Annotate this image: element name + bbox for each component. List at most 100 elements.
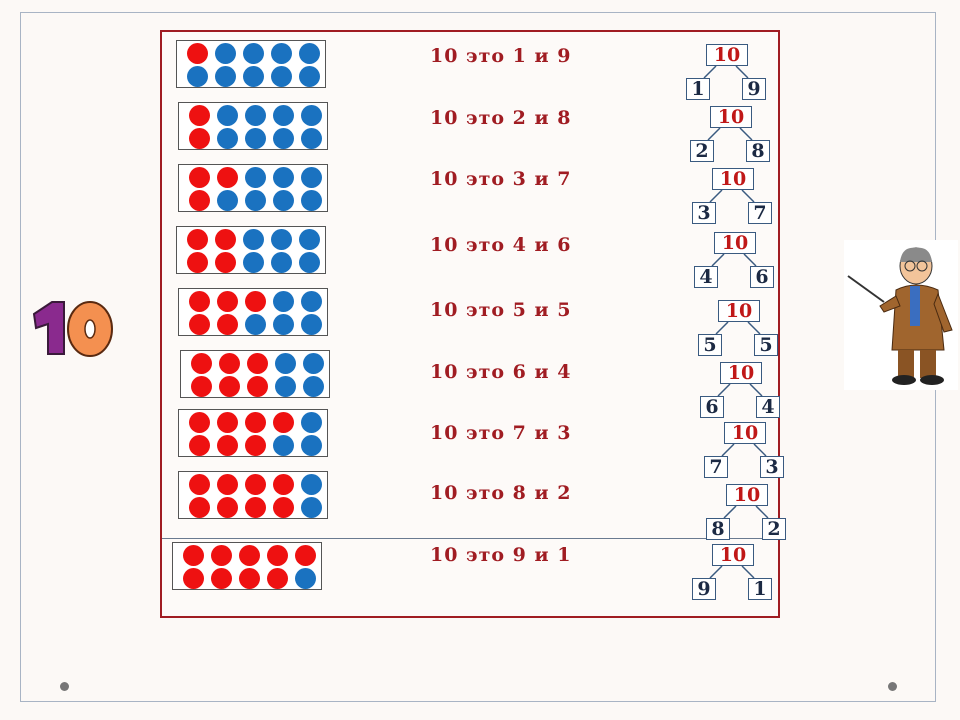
part-b-box: 3 xyxy=(760,456,784,478)
blue-counter-dot xyxy=(273,128,294,149)
red-counter-dot xyxy=(245,474,266,495)
red-counter-dot xyxy=(189,474,210,495)
red-counter-dot xyxy=(187,252,208,273)
blue-counter-dot xyxy=(243,66,264,87)
red-counter-dot xyxy=(191,376,212,397)
ten-frame-dots xyxy=(176,226,326,274)
blue-counter-dot xyxy=(271,252,292,273)
blue-counter-dot xyxy=(301,474,322,495)
red-counter-dot xyxy=(183,545,204,566)
red-counter-dot xyxy=(215,252,236,273)
part-a-box: 3 xyxy=(692,202,716,224)
part-b-box: 1 xyxy=(748,578,772,600)
red-counter-dot xyxy=(245,435,266,456)
blue-counter-dot xyxy=(299,252,320,273)
red-counter-dot xyxy=(189,105,210,126)
red-counter-dot xyxy=(247,376,268,397)
blue-counter-dot xyxy=(217,128,238,149)
tree-branches xyxy=(703,65,749,79)
whole-number-box: 10 xyxy=(724,422,766,444)
red-counter-dot xyxy=(267,568,288,589)
blue-counter-dot xyxy=(303,353,324,374)
part-a-box: 7 xyxy=(704,456,728,478)
whole-number-box: 10 xyxy=(714,232,756,254)
blue-counter-dot xyxy=(301,435,322,456)
whole-number-box: 10 xyxy=(710,106,752,128)
red-counter-dot xyxy=(273,497,294,518)
tree-branches xyxy=(715,321,761,335)
blue-counter-dot xyxy=(271,43,292,64)
blue-counter-dot xyxy=(245,190,266,211)
blue-counter-dot xyxy=(245,128,266,149)
red-counter-dot xyxy=(219,353,240,374)
tree-branches xyxy=(707,127,753,141)
number-sentence: 10 это 3 и 7 xyxy=(430,168,572,190)
red-counter-dot xyxy=(245,497,266,518)
blue-counter-dot xyxy=(275,376,296,397)
part-b-box: 2 xyxy=(762,518,786,540)
blue-counter-dot xyxy=(273,167,294,188)
red-counter-dot xyxy=(217,497,238,518)
red-counter-dot xyxy=(273,474,294,495)
red-counter-dot xyxy=(211,568,232,589)
blue-counter-dot xyxy=(273,105,294,126)
number-sentence: 10 это 6 и 4 xyxy=(430,361,572,383)
part-a-box: 2 xyxy=(690,140,714,162)
red-counter-dot xyxy=(191,353,212,374)
part-b-box: 6 xyxy=(750,266,774,288)
blue-counter-dot xyxy=(271,229,292,250)
blue-counter-dot xyxy=(273,435,294,456)
teacher-illustration xyxy=(844,240,958,390)
ten-frame-dots xyxy=(178,471,328,519)
red-counter-dot xyxy=(189,167,210,188)
red-counter-dot xyxy=(187,43,208,64)
blue-counter-dot xyxy=(301,105,322,126)
ten-frame-dots xyxy=(178,288,328,336)
red-counter-dot xyxy=(189,435,210,456)
part-a-box: 5 xyxy=(698,334,722,356)
red-counter-dot xyxy=(239,545,260,566)
ten-frame-dots xyxy=(176,40,326,88)
red-counter-dot xyxy=(273,412,294,433)
blue-counter-dot xyxy=(299,43,320,64)
blue-counter-dot xyxy=(303,376,324,397)
part-a-box: 4 xyxy=(694,266,718,288)
blue-counter-dot xyxy=(187,66,208,87)
red-counter-dot xyxy=(211,545,232,566)
ten-frame-dots xyxy=(178,102,328,150)
red-counter-dot xyxy=(189,128,210,149)
whole-number-box: 10 xyxy=(718,300,760,322)
tree-branches xyxy=(723,505,769,519)
blue-counter-dot xyxy=(301,167,322,188)
red-counter-dot xyxy=(187,229,208,250)
red-counter-dot xyxy=(219,376,240,397)
red-counter-dot xyxy=(267,545,288,566)
part-b-box: 9 xyxy=(742,78,766,100)
red-counter-dot xyxy=(295,545,316,566)
number-ten-logo xyxy=(32,301,113,357)
red-counter-dot xyxy=(183,568,204,589)
blue-counter-dot xyxy=(273,291,294,312)
whole-number-box: 10 xyxy=(720,362,762,384)
tree-branches xyxy=(721,443,767,457)
ten-frame-dots xyxy=(180,350,330,398)
tree-branches xyxy=(711,253,757,267)
blue-counter-dot xyxy=(215,66,236,87)
part-a-box: 1 xyxy=(686,78,710,100)
part-b-box: 4 xyxy=(756,396,780,418)
red-counter-dot xyxy=(217,474,238,495)
tree-branches xyxy=(709,189,755,203)
blue-counter-dot xyxy=(243,43,264,64)
whole-number-box: 10 xyxy=(712,168,754,190)
blue-counter-dot xyxy=(295,568,316,589)
red-counter-dot xyxy=(217,412,238,433)
number-sentence: 10 это 5 и 5 xyxy=(430,299,572,321)
part-b-box: 8 xyxy=(746,140,770,162)
red-counter-dot xyxy=(189,314,210,335)
blue-counter-dot xyxy=(301,412,322,433)
blue-counter-dot xyxy=(217,190,238,211)
whole-number-box: 10 xyxy=(712,544,754,566)
divider-line xyxy=(162,538,778,539)
blue-counter-dot xyxy=(243,252,264,273)
blue-counter-dot xyxy=(301,314,322,335)
